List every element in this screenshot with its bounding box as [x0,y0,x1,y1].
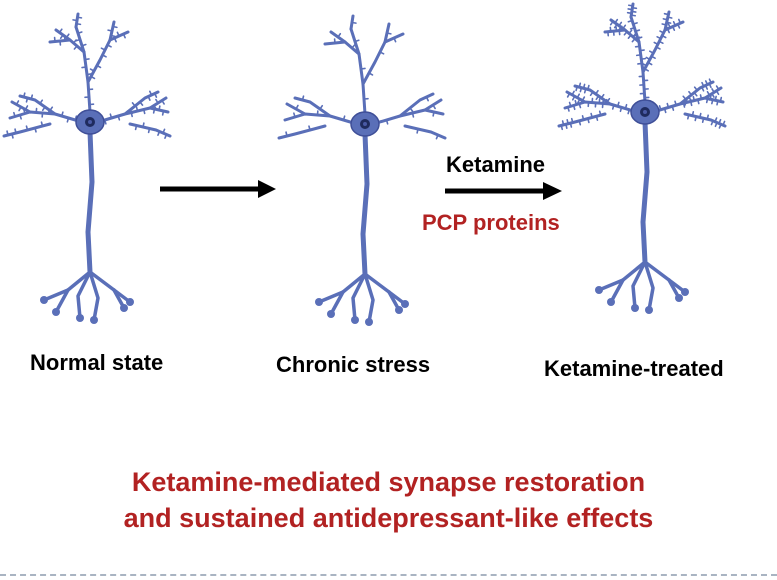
neuron-chronic-stress [277,14,447,326]
arrow-stress-to-treated [445,182,562,200]
caption-line-1: Ketamine-mediated synapse restoration [131,467,646,497]
neuron-ketamine-treated [557,2,727,314]
arrow-normal-to-stress [160,180,276,198]
label-normal-state: Normal state [30,350,164,375]
bottom-divider [0,574,777,576]
treatment-mechanism-label: PCP proteins [422,210,560,235]
neuron-normal [2,12,172,324]
label-ketamine-treated: Ketamine-treated [544,356,724,381]
label-chronic-stress: Chronic stress [276,352,431,377]
caption-line-2: and sustained antidepressant-like effect… [123,503,654,533]
treatment-agent-label: Ketamine [446,152,546,177]
